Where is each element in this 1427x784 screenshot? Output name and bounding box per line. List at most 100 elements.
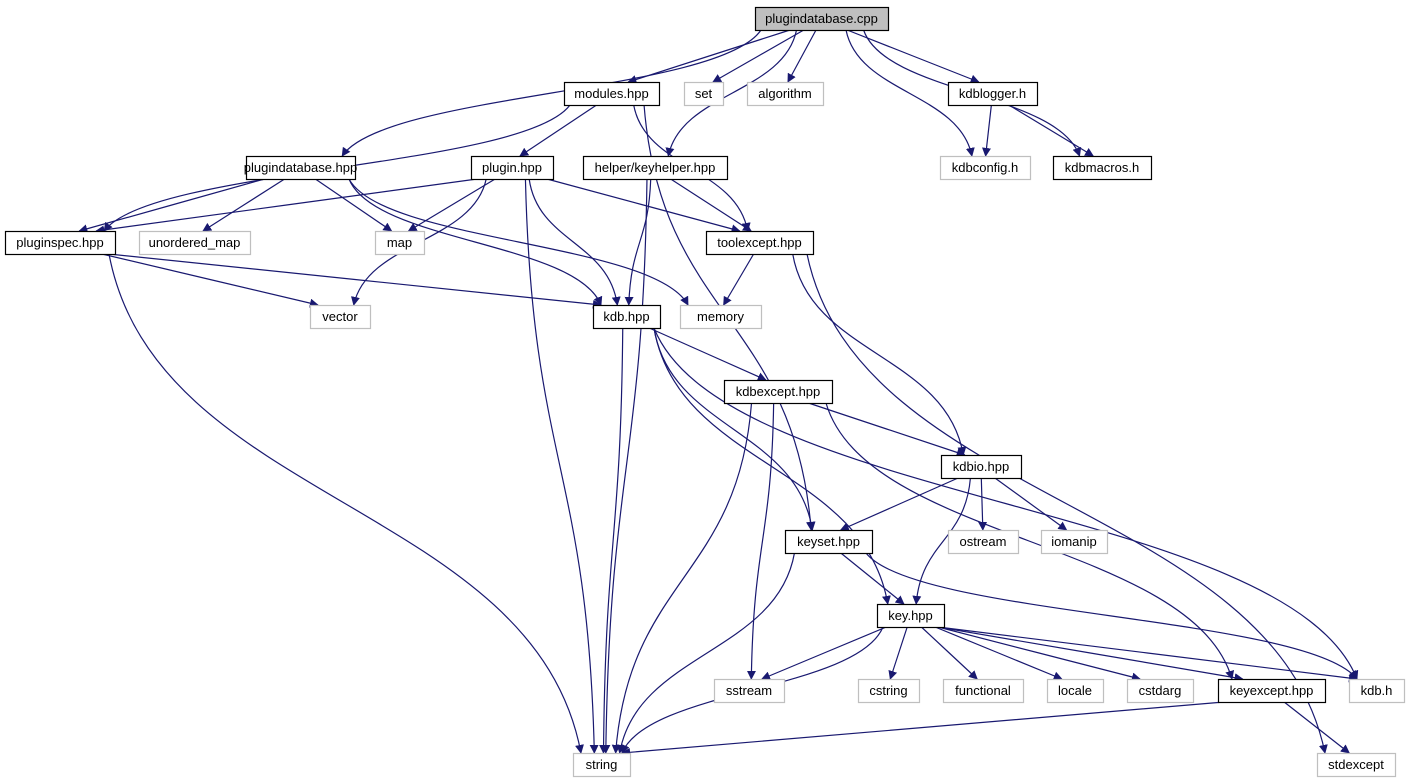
edge-key-to-cstring xyxy=(888,626,908,680)
edge-pluginspec-to-vector xyxy=(101,253,319,308)
node-kdbexcept[interactable]: kdbexcept.hpp xyxy=(723,379,834,405)
node-algorithm: algorithm xyxy=(746,81,825,107)
edge-cpp-to-kdblogger xyxy=(846,29,980,84)
edge-kdbexcept-to-string xyxy=(611,402,753,754)
node-set: set xyxy=(683,81,725,107)
node-kdblogger[interactable]: kdblogger.h xyxy=(947,81,1039,107)
edge-pdbhpp-to-kdbhpp xyxy=(348,178,603,306)
edge-toolexcept-to-memory xyxy=(723,253,755,306)
node-box xyxy=(4,230,117,256)
node-box xyxy=(940,454,1023,480)
node-box xyxy=(679,304,763,330)
node-box xyxy=(705,230,815,256)
node-label: sstream xyxy=(726,683,772,698)
node-kdbconfig: kdbconfig.h xyxy=(939,155,1032,181)
node-label: stdexcept xyxy=(1328,757,1384,772)
edge-pdbhpp-to-unordered_map xyxy=(202,178,285,232)
node-label: keyset.hpp xyxy=(797,534,860,549)
node-box xyxy=(138,230,252,256)
node-box xyxy=(1126,678,1195,704)
node-label: pluginspec.hpp xyxy=(16,235,103,250)
node-keyhelper[interactable]: helper/keyhelper.hpp xyxy=(582,155,729,181)
node-label: memory xyxy=(697,309,744,324)
edge-kdbio-to-ostream xyxy=(978,477,988,531)
edge-kdbio-to-iomanip xyxy=(994,477,1068,531)
edge-cpp-to-algorithm xyxy=(787,29,817,83)
edge-key-to-locale xyxy=(934,626,1063,681)
node-label: cstdarg xyxy=(1139,683,1182,698)
node-unordered-map: unordered_map xyxy=(138,230,252,256)
edge-kdbio-to-keyset xyxy=(839,477,959,531)
node-kdbio[interactable]: kdbio.hpp xyxy=(940,454,1023,480)
node-vector: vector xyxy=(309,304,372,330)
node-keyexcept[interactable]: keyexcept.hpp xyxy=(1217,678,1327,704)
node-label: vector xyxy=(322,309,358,324)
node-box xyxy=(942,678,1025,704)
node-keyset[interactable]: keyset.hpp xyxy=(784,529,874,555)
edge-kdbhpp-to-kdbexcept xyxy=(648,327,767,381)
edge-pdbhpp-to-map xyxy=(315,178,393,232)
edge-kdblogger-to-kdbmacros xyxy=(1008,104,1095,157)
node-kdbhpp[interactable]: kdb.hpp xyxy=(592,304,662,330)
edge-keyhelper-to-kdbhpp xyxy=(624,178,652,306)
edge-pluginspec-to-string xyxy=(108,253,584,754)
edge-pdbhpp-to-memory xyxy=(348,178,689,306)
node-label: kdbio.hpp xyxy=(953,459,1009,474)
node-toolexcept[interactable]: toolexcept.hpp xyxy=(705,230,815,256)
node-kdbh: kdb.h xyxy=(1348,678,1406,704)
node-locale: locale xyxy=(1046,678,1105,704)
edge-keyhelper-to-string xyxy=(601,178,648,754)
edge-plugin-to-map xyxy=(407,178,496,232)
node-box xyxy=(947,81,1039,107)
edge-kdbio-to-key xyxy=(912,477,972,605)
edge-plugin-to-kdbhpp xyxy=(528,178,621,306)
node-pluginspec[interactable]: pluginspec.hpp xyxy=(4,230,117,256)
node-modules[interactable]: modules.hpp xyxy=(563,81,661,107)
edge-kdbexcept-to-kdbio xyxy=(808,402,966,457)
node-box xyxy=(1040,529,1109,555)
node-iomanip: iomanip xyxy=(1040,529,1109,555)
node-label: kdbexcept.hpp xyxy=(736,384,821,399)
node-label: kdblogger.h xyxy=(959,86,1026,101)
node-string: string xyxy=(572,752,632,778)
node-plugin[interactable]: plugin.hpp xyxy=(470,155,555,181)
node-label: keyexcept.hpp xyxy=(1230,683,1314,698)
node-pdbhpp[interactable]: plugindatabase.hpp xyxy=(244,155,358,181)
node-label: locale xyxy=(1058,683,1092,698)
node-box xyxy=(1046,678,1105,704)
node-box xyxy=(245,155,357,181)
node-label: toolexcept.hpp xyxy=(717,235,802,250)
node-key[interactable]: key.hpp xyxy=(876,603,946,629)
node-box xyxy=(713,678,786,704)
node-box xyxy=(939,155,1032,181)
node-box xyxy=(374,230,426,256)
node-label: modules.hpp xyxy=(574,86,648,101)
node-label: kdb.h xyxy=(1361,683,1393,698)
node-functional: functional xyxy=(942,678,1025,704)
node-box xyxy=(784,529,874,555)
edge-key-to-cstdarg xyxy=(937,626,1141,682)
node-box xyxy=(683,81,725,107)
node-stdexcept: stdexcept xyxy=(1316,752,1397,778)
node-box xyxy=(857,678,921,704)
node-cpp[interactable]: plugindatabase.cpp xyxy=(754,6,890,32)
node-box xyxy=(1052,155,1153,181)
edge-key-to-keyexcept xyxy=(937,626,1244,683)
node-memory: memory xyxy=(679,304,763,330)
edge-pluginspec-to-kdbhpp xyxy=(108,253,602,309)
edge-keyset-to-kdbh xyxy=(865,552,1358,680)
edge-cpp-to-kdbconfig xyxy=(845,29,975,157)
node-box xyxy=(723,379,834,405)
node-label: plugindatabase.cpp xyxy=(765,11,878,26)
edge-kdbhpp-to-kdbh xyxy=(653,327,1359,680)
node-kdbmacros[interactable]: kdbmacros.h xyxy=(1052,155,1153,181)
node-label: unordered_map xyxy=(149,235,241,250)
node-box xyxy=(592,304,662,330)
edge-keyhelper-to-toolexcept xyxy=(670,178,752,232)
node-label: kdbconfig.h xyxy=(952,160,1019,175)
edge-kdbexcept-to-keyexcept xyxy=(825,402,1235,680)
node-box xyxy=(309,304,372,330)
node-label: iomanip xyxy=(1051,534,1097,549)
edge-key-to-functional xyxy=(920,626,978,680)
node-label: helper/keyhelper.hpp xyxy=(595,160,716,175)
